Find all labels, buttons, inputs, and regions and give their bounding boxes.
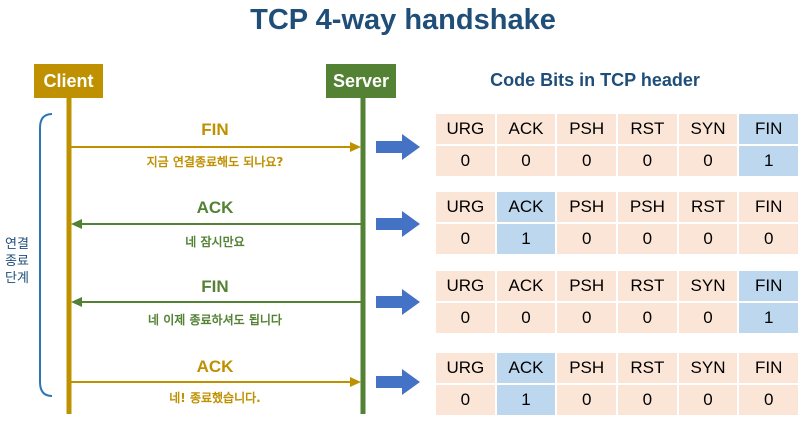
message-label-1: FIN	[201, 120, 229, 139]
header-cell: URG	[434, 269, 497, 303]
header-cell: SYN	[676, 269, 740, 303]
value-cell: 0	[555, 383, 619, 417]
value-cell-highlight: 1	[737, 301, 800, 335]
header-cell: URG	[434, 112, 497, 146]
header-cell: PSH	[555, 190, 619, 224]
block-arrow-1	[376, 134, 420, 160]
header-cell: PSH	[555, 269, 619, 303]
block-arrow-2	[376, 211, 420, 237]
code-bits-table-4: URG ACK PSH RST SYN FIN 0 1 0 0 0 0	[434, 351, 800, 417]
value-cell: 0	[616, 222, 679, 256]
message-arrow-3	[71, 297, 363, 307]
header-cell-highlight: FIN	[737, 269, 800, 303]
client-box: Client	[34, 64, 103, 98]
header-cell: RST	[616, 351, 679, 385]
code-bits-title: Code Bits in TCP header	[490, 70, 700, 90]
value-cell-highlight: 1	[737, 144, 800, 178]
header-cell: RST	[616, 269, 679, 303]
message-arrow-4	[69, 377, 361, 387]
header-cell: FIN	[737, 190, 800, 224]
value-cell: 0	[494, 144, 558, 178]
header-cell: PSH	[555, 351, 619, 385]
code-bits-table-1: URG ACK PSH RST SYN FIN 0 0 0 0 0 1	[434, 112, 800, 178]
header-cell: RST	[616, 112, 679, 146]
message-label-3: FIN	[201, 277, 229, 296]
header-cell: FIN	[737, 351, 800, 385]
code-bits-table-3: URG ACK PSH RST SYN FIN 0 0 0 0 0 1	[434, 269, 800, 335]
value-cell-highlight: 1	[494, 383, 558, 417]
header-cell: PSH	[555, 112, 619, 146]
header-cell: URG	[434, 190, 497, 224]
value-cell: 0	[434, 144, 497, 178]
block-arrow-4	[376, 369, 420, 395]
phase-label-line-3: 단계	[5, 271, 29, 286]
value-cell: 0	[676, 144, 740, 178]
message-label-2: ACK	[196, 198, 234, 217]
header-cell: RST	[676, 190, 740, 224]
message-label-4: ACK	[196, 357, 234, 376]
value-cell: 0	[434, 383, 497, 417]
value-cell: 0	[616, 301, 679, 335]
value-cell: 0	[676, 301, 740, 335]
header-cell: SYN	[676, 112, 740, 146]
value-cell-highlight: 1	[494, 222, 558, 256]
value-cell: 0	[555, 301, 619, 335]
message-note-3: 네 이제 종료하셔도 됩니다	[148, 313, 282, 327]
block-arrow-3	[376, 289, 420, 315]
value-cell: 0	[494, 301, 558, 335]
header-cell-highlight: ACK	[494, 190, 558, 224]
value-cell: 0	[434, 222, 497, 256]
header-cell: ACK	[494, 269, 558, 303]
header-cell: SYN	[676, 351, 740, 385]
value-cell: 0	[616, 144, 679, 178]
value-cell: 0	[434, 301, 497, 335]
value-cell: 0	[555, 222, 619, 256]
value-cell: 0	[555, 144, 619, 178]
value-cell: 0	[676, 383, 740, 417]
value-cell: 0	[737, 222, 800, 256]
value-cell: 0	[737, 383, 800, 417]
header-cell: ACK	[494, 112, 558, 146]
header-cell: PSH	[616, 190, 679, 224]
diagram-title: TCP 4-way handshake	[250, 4, 556, 36]
value-cell: 0	[676, 222, 740, 256]
phase-label-line-2: 종료	[5, 254, 29, 269]
message-arrow-2	[71, 219, 363, 229]
phase-label: 연결 종료 단계	[4, 236, 30, 287]
header-cell-highlight: FIN	[737, 112, 800, 146]
message-arrow-1	[69, 142, 361, 152]
value-cell: 0	[616, 383, 679, 417]
message-note-2: 네 잠시만요	[185, 235, 245, 249]
code-bits-table-2: URG ACK PSH PSH RST FIN 0 1 0 0 0 0	[434, 190, 800, 256]
phase-bracket	[39, 113, 53, 397]
phase-label-line-1: 연결	[5, 237, 29, 252]
header-cell-highlight: ACK	[494, 351, 558, 385]
server-box: Server	[326, 64, 396, 98]
message-note-4: 네! 종료했습니다.	[169, 391, 261, 405]
header-cell: URG	[434, 351, 497, 385]
message-note-1: 지금 연결종료해도 되나요?	[146, 155, 284, 169]
